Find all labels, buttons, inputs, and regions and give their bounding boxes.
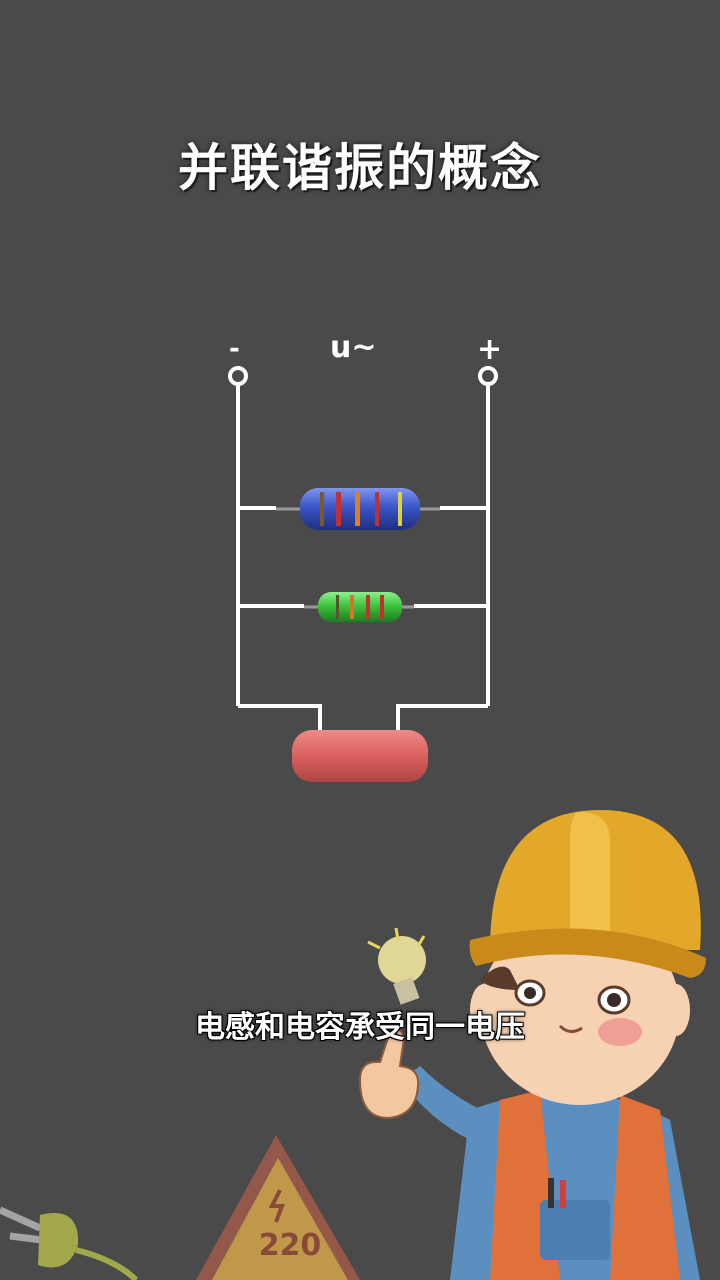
- green-resistor: [304, 592, 414, 622]
- plug-icon: [0, 1206, 139, 1280]
- circuit-wires: [236, 386, 490, 732]
- thumbs-up-hand: [358, 1028, 420, 1120]
- light-bulb-icon: [367, 927, 426, 1005]
- plus-terminal: [478, 366, 498, 386]
- minus-terminal: [228, 366, 248, 386]
- pocket: [540, 1200, 610, 1260]
- blue-resistor: [276, 488, 440, 530]
- sign-text: 220: [259, 1228, 322, 1263]
- arm: [400, 1066, 490, 1140]
- plus-label: +: [477, 332, 503, 367]
- hard-hat-icon: [469, 810, 706, 978]
- smile: [558, 1024, 583, 1033]
- capacitor: [292, 730, 428, 782]
- face: [480, 915, 680, 1105]
- source-label: u~: [330, 330, 377, 365]
- high-voltage-sign-icon: 220: [196, 1135, 360, 1280]
- page-title: 并联谐振的概念: [178, 139, 542, 197]
- minus-label: -: [229, 334, 240, 364]
- vest-right: [610, 1095, 680, 1280]
- caption-subtitle: 电感和电容承受同一电压: [195, 1010, 525, 1045]
